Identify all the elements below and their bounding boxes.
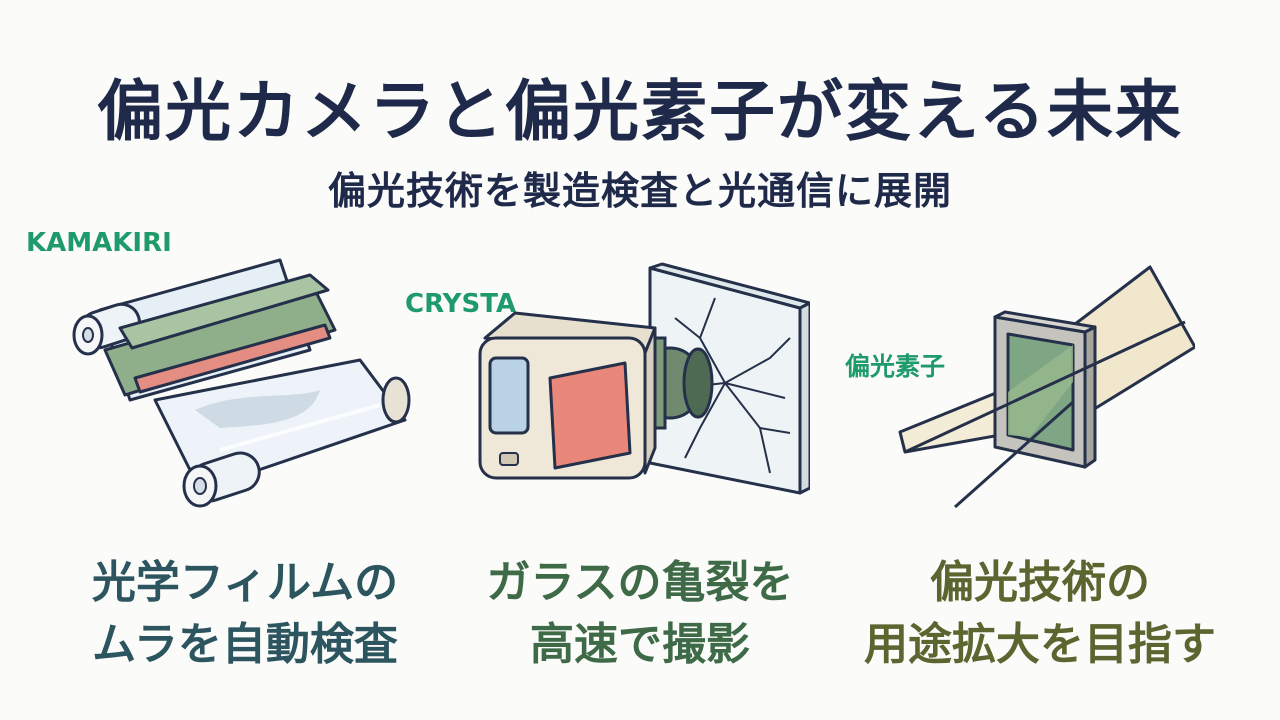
caption-polarizer: 偏光技術の 用途拡大を目指す: [850, 552, 1230, 676]
caption-line: ムラを自動検査: [92, 619, 398, 670]
tag-crysta: CRYSTA: [405, 289, 517, 319]
page-title: 偏光カメラと偏光素子が変える未来: [96, 73, 1184, 150]
polarizer-beam-icon: [898, 265, 1195, 509]
caption-film-inspection: 光学フィルムの ムラを自動検査: [55, 552, 435, 676]
camera-glass-crack-icon: [478, 262, 810, 495]
tag-polarizer: 偏光素子: [845, 352, 946, 381]
tag-kamakiri: KAMAKIRI: [26, 228, 172, 258]
caption-line: 用途拡大を目指す: [864, 619, 1216, 670]
caption-line: 高速で撮影: [530, 619, 750, 670]
film-roll-inspection-icon: [72, 258, 411, 508]
caption-line: ガラスの亀裂を: [486, 557, 794, 608]
caption-line: 偏光技術の: [930, 557, 1150, 608]
page-subtitle: 偏光技術を製造検査と光通信に展開: [327, 169, 952, 213]
caption-line: 光学フィルムの: [91, 557, 399, 608]
caption-glass-crack: ガラスの亀裂を 高速で撮影: [450, 552, 830, 676]
